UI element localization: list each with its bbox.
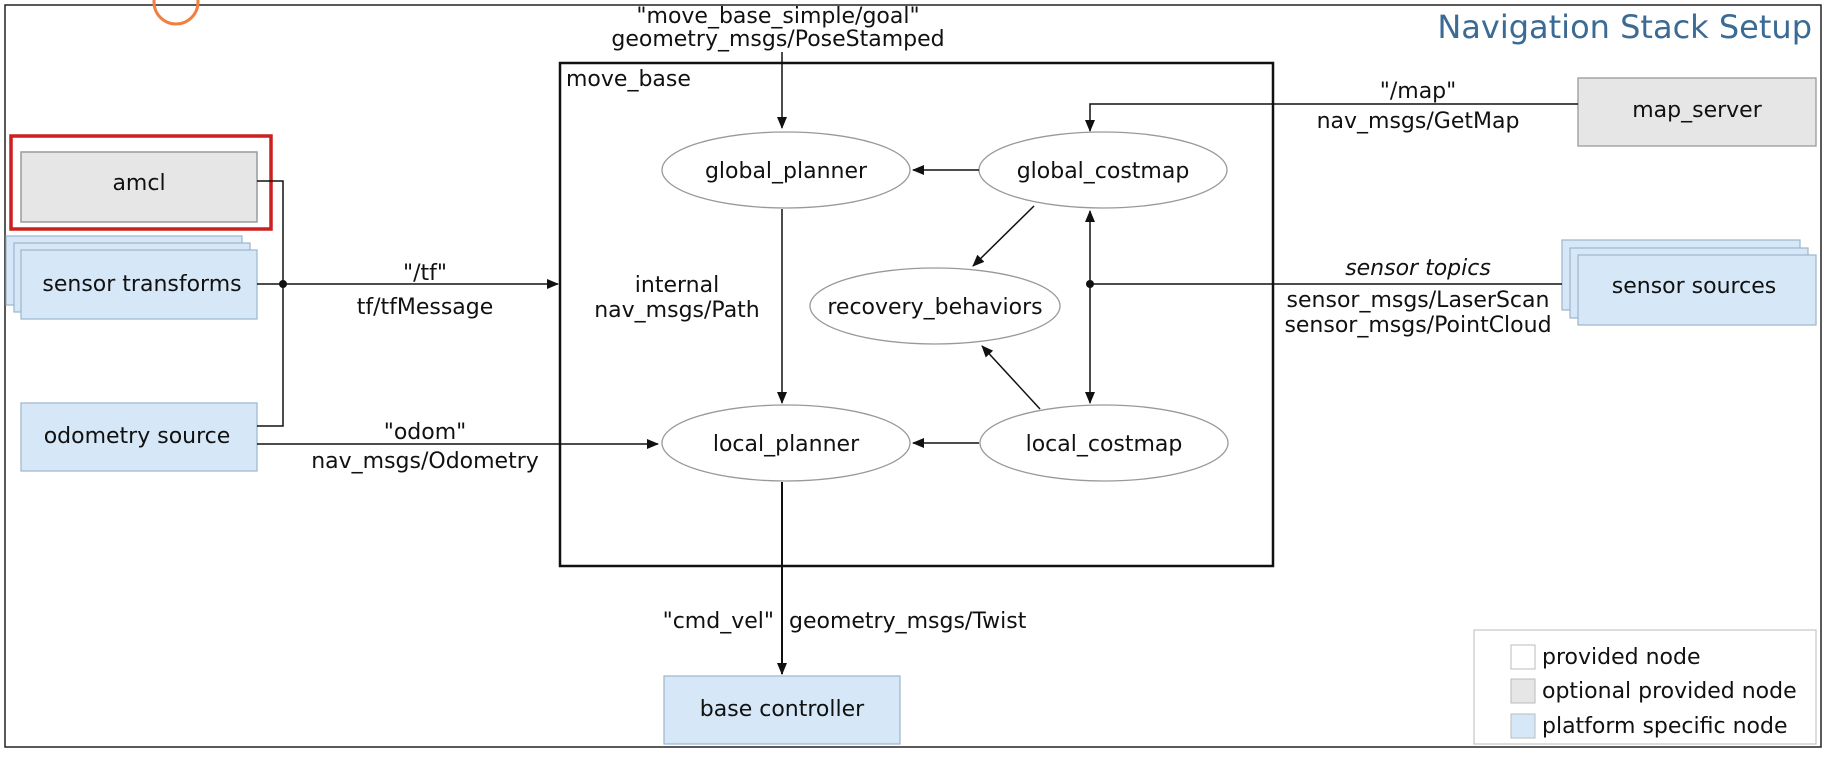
- left-bus-line: [257, 180, 284, 427]
- map-topic-label: "/map": [1380, 79, 1457, 104]
- recovery-behaviors-node[interactable]: [809, 267, 1061, 345]
- odometry-source-label: odometry source: [44, 424, 231, 449]
- odometry-source-node[interactable]: [20, 402, 258, 472]
- tf-type-label: tf/tfMessage: [357, 295, 494, 320]
- legend-platform-label: platform specific node: [1542, 714, 1788, 739]
- map-arrow: [1085, 103, 1578, 132]
- internal-label: internal: [635, 273, 719, 298]
- move-base-label: move_base: [566, 67, 691, 92]
- cmd-vel-type-label: geometry_msgs/Twist: [789, 609, 1027, 634]
- laser-type-label: sensor_msgs/LaserScan: [1287, 288, 1550, 313]
- goal-topic-label: "move_base_simple/goal": [636, 4, 919, 29]
- global-costmap-to-recovery-arrow: [972, 205, 1035, 267]
- base-controller-node[interactable]: [663, 675, 901, 745]
- legend-swatch-provided: [1510, 644, 1536, 670]
- amcl-highlight-box: [9, 134, 273, 231]
- goal-type-label: geometry_msgs/PoseStamped: [611, 27, 944, 52]
- sensor-sources-node[interactable]: [1577, 254, 1817, 326]
- legend-optional-label: optional provided node: [1542, 679, 1797, 704]
- logo-icon: [152, 0, 200, 26]
- map-server-node[interactable]: [1577, 77, 1817, 147]
- amcl-node[interactable]: [20, 151, 258, 223]
- sensor-sources-label: sensor sources: [1612, 274, 1776, 299]
- legend-provided-label: provided node: [1542, 645, 1700, 670]
- base-controller-label: base controller: [700, 697, 865, 722]
- amcl-label: amcl: [112, 171, 165, 196]
- local-costmap-to-recovery-arrow: [981, 345, 1041, 410]
- local-costmap-node[interactable]: [979, 404, 1229, 482]
- move-base-container: [558, 61, 1275, 568]
- cloud-type-label: sensor_msgs/PointCloud: [1284, 313, 1551, 338]
- map-type-label: nav_msgs/GetMap: [1317, 109, 1520, 134]
- map-server-label: map_server: [1632, 98, 1762, 123]
- legend-swatch-platform: [1510, 713, 1536, 739]
- legend-swatch-optional: [1510, 678, 1536, 704]
- sensor-transforms-label: sensor transforms: [42, 272, 241, 297]
- page-title: Navigation Stack Setup: [1437, 8, 1812, 46]
- odom-topic-label: "odom": [384, 420, 467, 445]
- recovery-behaviors-label: recovery_behaviors: [827, 295, 1042, 320]
- path-type-label: nav_msgs/Path: [594, 298, 760, 323]
- global-planner-label: global_planner: [705, 159, 868, 184]
- odom-type-label: nav_msgs/Odometry: [311, 449, 539, 474]
- local-planner-node[interactable]: [661, 404, 911, 482]
- local-planner-label: local_planner: [713, 432, 860, 457]
- sensor-topics-label: sensor topics: [1345, 256, 1491, 281]
- tf-junction-dot: [279, 280, 287, 288]
- cmd-vel-topic-label: "cmd_vel": [663, 609, 774, 634]
- tf-topic-label: "/tf": [403, 261, 447, 286]
- global-costmap-label: global_costmap: [1017, 159, 1190, 184]
- slide-frame: [4, 4, 1822, 748]
- local-costmap-label: local_costmap: [1026, 432, 1183, 457]
- global-planner-node[interactable]: [661, 131, 911, 209]
